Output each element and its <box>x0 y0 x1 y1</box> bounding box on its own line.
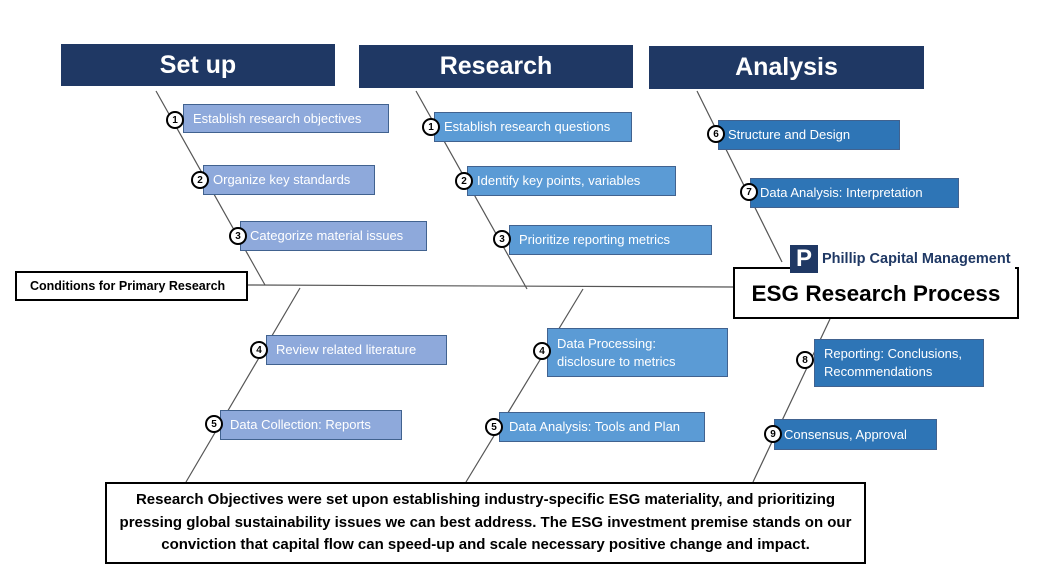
setup-step-1-number: 1 <box>166 111 184 129</box>
analysis-step-8-number: 8 <box>796 351 814 369</box>
logo-text: Phillip Capital Management <box>822 251 1011 267</box>
setup-step-5-number: 5 <box>205 415 223 433</box>
conditions-label: Conditions for Primary Research <box>15 271 248 301</box>
header-analysis: Analysis <box>649 46 924 89</box>
summary-text: Research Objectives were set upon establ… <box>105 482 866 564</box>
setup-lower-bone <box>185 287 301 483</box>
header-research: Research <box>359 45 633 88</box>
setup-step-1-box: Establish research objectives <box>183 104 389 133</box>
research-step-4-box: Data Processing: disclosure to metrics <box>547 328 728 377</box>
analysis-step-6-number: 6 <box>707 125 725 143</box>
research-step-1-number: 1 <box>422 118 440 136</box>
analysis-step-9-box: Consensus, Approval <box>774 419 937 450</box>
research-step-5-number: 5 <box>485 418 503 436</box>
setup-step-2-box: Organize key standards <box>203 165 375 195</box>
setup-step-3-box: Categorize material issues <box>240 221 427 251</box>
setup-step-4-box: Review related literature <box>266 335 447 365</box>
company-logo: P Phillip Capital Management <box>790 244 1015 274</box>
research-step-2-box: Identify key points, variables <box>467 166 676 196</box>
research-step-3-box: Prioritize reporting metrics <box>509 225 712 255</box>
research-step-5-box: Data Analysis: Tools and Plan <box>499 412 705 442</box>
logo-mark-icon: P <box>790 245 818 273</box>
setup-step-5-box: Data Collection: Reports <box>220 410 402 440</box>
research-step-2-number: 2 <box>455 172 473 190</box>
analysis-step-8-box: Reporting: Conclusions, Recommendations <box>814 339 984 387</box>
research-step-1-box: Establish research questions <box>434 112 632 142</box>
analysis-step-7-number: 7 <box>740 183 758 201</box>
setup-step-2-number: 2 <box>191 171 209 189</box>
research-step-3-number: 3 <box>493 230 511 248</box>
research-lower-bone <box>465 288 584 483</box>
analysis-step-7-box: Data Analysis: Interpretation <box>750 178 959 208</box>
header-setup: Set up <box>61 44 335 86</box>
analysis-step-6-box: Structure and Design <box>718 120 900 150</box>
analysis-step-9-number: 9 <box>764 425 782 443</box>
spine-line <box>247 284 734 288</box>
analysis-upper-bone <box>696 90 783 263</box>
research-step-4-number: 4 <box>533 342 551 360</box>
esg-process-title: ESG Research Process <box>733 267 1019 319</box>
setup-step-3-number: 3 <box>229 227 247 245</box>
setup-step-4-number: 4 <box>250 341 268 359</box>
